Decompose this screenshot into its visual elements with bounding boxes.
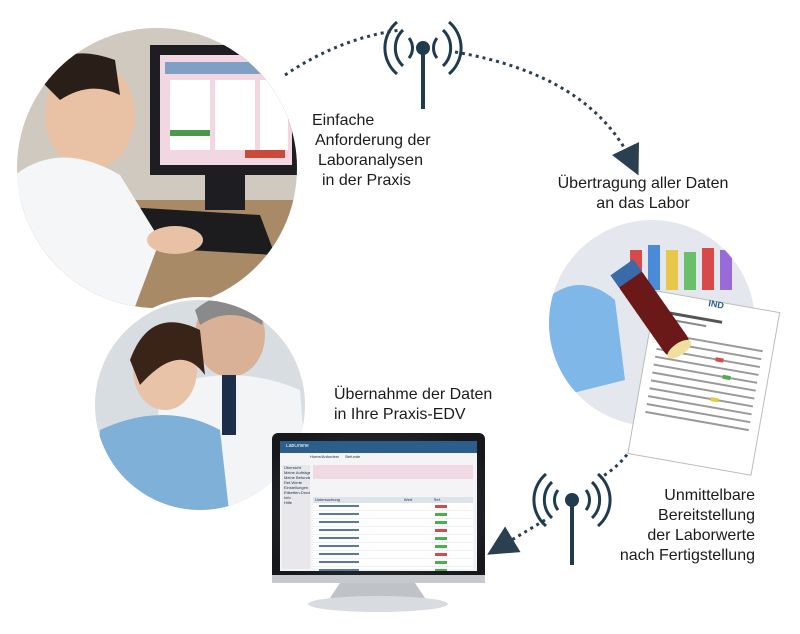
column-header: Wert [403,497,413,502]
row-placeholder [319,569,359,571]
row-placeholder [319,545,359,547]
table-header: Untersuchung Wert Ref. [313,497,473,503]
caption-line: der Laborwerte [647,527,755,544]
caption-line: Bereitstellung [658,507,755,524]
sidebar-item[interactable]: Übersicht [284,465,301,470]
table-row [313,567,473,571]
lab-app-sidebar: Übersicht Meine Aufträge Meine Befunde R… [282,465,310,569]
report-logo: IND [708,298,725,311]
row-placeholder [319,561,359,563]
row-placeholder [319,521,359,523]
arc-top-left [284,28,401,77]
caption-line: Übertragung aller Daten [557,175,729,192]
antenna-bottom-icon [532,472,612,565]
arc-bottom-right [599,429,642,480]
row-flag [435,569,447,571]
caption-line: Einfache [312,112,375,129]
sidebar-item[interactable]: Hilfe [284,500,293,505]
caption-line: Übernahme der Daten [334,386,493,403]
lab-app-tabs: Home/Anfordern Befunde [310,454,360,460]
sidebar-item[interactable]: Info [284,495,291,500]
sidebar-item[interactable]: Etiketten-Druck [284,490,310,495]
row-flag [435,537,447,540]
table-rows [313,503,473,571]
row-placeholder [319,553,359,555]
caption-line: in Ihre Praxis-EDV [334,406,466,423]
row-placeholder [319,505,359,507]
lab-app-title: LabOnline [286,444,309,449]
doctor-computer-image [14,25,300,311]
lab-app-header: LabOnline [280,441,477,453]
row-flag [435,553,447,556]
caption-step-4: Übernahme der Daten in Ihre Praxis-EDV [334,385,492,425]
caption-line: Unmittelbare [664,487,755,504]
results-table: Untersuchung Wert Ref. [313,497,473,571]
caption-line: an das Labor [596,195,690,212]
arc-top-right [454,50,639,176]
lab-app-screen: LabOnline Home/Anfordern Befunde Übersic… [280,441,477,571]
table-row [313,551,473,559]
caption-line: in der Praxis [322,172,411,189]
row-placeholder [319,529,359,531]
column-header: Untersuchung [315,497,340,502]
table-row [313,511,473,519]
sidebar-item[interactable]: Meine Befunde [284,475,310,480]
arc-bottom-left [487,518,546,555]
caption-step-3: Unmittelbare Bereitstellung der Laborwer… [570,486,755,566]
caption-step-1: Einfache Anforderung der Laboranalysen i… [312,111,431,191]
sidebar-item[interactable]: Ref-Werte [284,480,303,485]
row-flag [435,521,447,524]
tab-home[interactable]: Home/Anfordern [310,454,340,459]
row-flag [435,513,447,516]
row-flag [435,505,447,508]
test-tube-icon [610,259,692,359]
caption-step-2: Übertragung aller Daten an das Labor [533,174,753,214]
tab-befunde[interactable]: Befunde [345,454,361,459]
row-flag [435,529,447,532]
row-placeholder [319,513,359,515]
caption-line: Anforderung der [315,132,431,149]
patient-info-band [313,465,473,479]
table-row [313,535,473,543]
table-row [313,503,473,511]
table-row [313,519,473,527]
sidebar-item[interactable]: Einstellungen [284,485,309,490]
caption-line: nach Fertigstellung [619,547,755,564]
table-row [313,543,473,551]
table-row [313,559,473,567]
row-flag [435,545,447,548]
doctors-viewing-image [92,297,308,513]
table-row [313,527,473,535]
row-flag [435,561,447,564]
caption-line: Laboranalysen [318,152,423,169]
antenna-top-icon [383,20,463,109]
sidebar-item[interactable]: Meine Aufträge [284,470,310,475]
row-placeholder [319,537,359,539]
column-header: Ref. [433,497,441,502]
